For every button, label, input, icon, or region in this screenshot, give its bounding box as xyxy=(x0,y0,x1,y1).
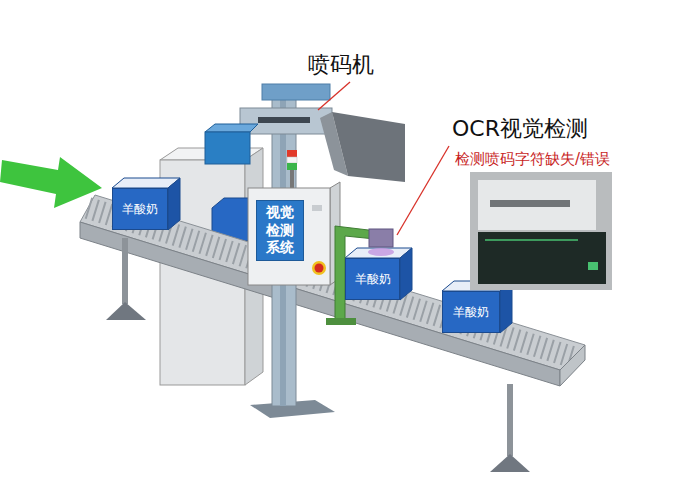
stack-light-white xyxy=(287,157,297,163)
inflow-arrow xyxy=(0,157,102,208)
photo-label-area xyxy=(478,180,596,230)
estop-button xyxy=(315,264,324,273)
bracket-base xyxy=(326,318,356,325)
leader-line xyxy=(318,82,350,110)
carton-box: 羊酸奶 xyxy=(112,188,168,230)
leg-foot xyxy=(106,302,146,320)
printhead xyxy=(205,132,250,164)
carton-side xyxy=(400,248,412,300)
conveyor-leg xyxy=(122,238,128,304)
conveyor-leg xyxy=(507,384,513,456)
note-text: 检测喷码字符缺失/错误 xyxy=(455,150,610,169)
stack-light-pole xyxy=(290,170,294,188)
estop-ring xyxy=(312,261,326,275)
photo-dark-area xyxy=(478,232,606,284)
gantry-cap xyxy=(262,84,330,100)
node-text: 羊酸奶 xyxy=(122,201,158,218)
node-text: 视觉检测系统 xyxy=(260,204,300,257)
vision-screen: 视觉检测系统 xyxy=(256,200,304,261)
printer-body xyxy=(332,112,405,182)
camera-light xyxy=(368,248,394,256)
conveyor-end xyxy=(560,345,585,386)
control-panel xyxy=(248,188,330,285)
node-text: 羊酸奶 xyxy=(355,271,391,288)
node-text: 羊酸奶 xyxy=(453,304,489,321)
printhead-top xyxy=(205,124,258,132)
camera xyxy=(369,229,393,247)
carton-box: 羊酸奶 xyxy=(442,291,500,333)
part-label: OCR视觉检测 xyxy=(452,114,588,144)
part-label: 喷码机 xyxy=(308,50,374,80)
photo-roi-line xyxy=(485,239,578,241)
panel-port xyxy=(312,205,322,211)
stack-light-red xyxy=(287,150,297,157)
gantry-arm xyxy=(240,108,332,134)
photo-print-code xyxy=(490,200,570,207)
stack-light-green xyxy=(287,163,297,170)
leader-line xyxy=(397,146,449,235)
carton-side xyxy=(168,178,180,230)
photo-indicator xyxy=(588,262,598,270)
ocr-photo xyxy=(470,172,612,290)
carton-box: 羊酸奶 xyxy=(345,258,400,300)
leg-foot xyxy=(490,454,530,472)
arm-slot xyxy=(258,117,310,123)
